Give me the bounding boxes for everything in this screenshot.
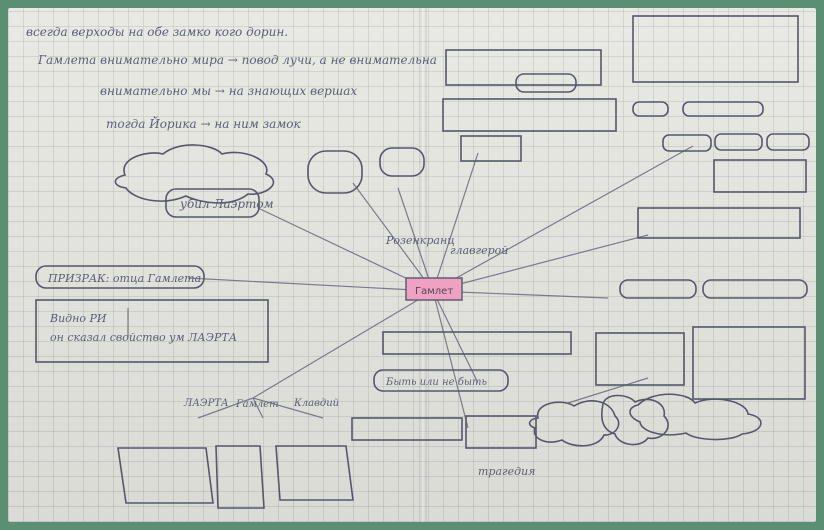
to-be-label: Быть или не быть [385, 377, 487, 388]
mind-map: всегда верходы на обе замко кого дорин. … [26, 15, 810, 509]
lower-center-box-1 [351, 417, 463, 441]
top-right-box [632, 15, 799, 83]
notebook-spine [419, 8, 427, 522]
right-box-under-ovals [713, 159, 807, 193]
label-hamlet-top: Гамлет [235, 399, 279, 410]
tragedy-label: трагедия [478, 465, 535, 478]
top-center-box-2 [442, 98, 617, 132]
note-line-4: тогда Йорика → на ним замок [106, 114, 301, 131]
right-oval-2 [714, 133, 763, 151]
ghost-detail-line-1: Видно РИ [49, 312, 107, 325]
line-2 [352, 182, 434, 292]
lower-left-trapezoid-2 [215, 445, 265, 509]
top-right-small-right [682, 101, 764, 117]
oval-right-small [379, 147, 425, 177]
box-killed-laertes [165, 188, 260, 218]
box-ghost-details [35, 299, 269, 363]
label-laertes-top: ЛАЭРТА [183, 398, 229, 409]
notebook-photo: всегда верходы на обе замко кого дорин. … [8, 8, 816, 522]
right-lower-wide-oval [702, 279, 808, 299]
line-16 [567, 377, 649, 404]
line-1 [257, 207, 434, 292]
cloud-left [114, 144, 275, 204]
lower-center-box-2 [465, 415, 537, 449]
right-lower-box [692, 326, 806, 400]
line-6 [432, 234, 649, 292]
line-15 [252, 397, 324, 419]
ghost-detail-line-2: он сказал свойство ум ЛАЭРТА [50, 331, 237, 344]
cloud-lower-right-2 [600, 394, 669, 446]
top-center-subbox [515, 73, 577, 93]
note-line-1: всегда верходы на обе замко кого дорин. [26, 25, 288, 39]
line-3 [397, 187, 434, 292]
right-oval-1 [662, 134, 712, 152]
right-middle-box [637, 207, 801, 239]
line-13 [197, 397, 254, 419]
lower-left-trapezoid-1 [117, 447, 214, 504]
note-line-2: Гамлета внимательно мира → повод лучи, а… [37, 53, 437, 67]
center-label: Гамлет [415, 286, 453, 297]
box-ghost-label: ПРИЗРАК: отца Гамлета [47, 272, 201, 285]
center-right-box-3 [373, 369, 509, 392]
cloud-lower-right-1 [528, 400, 620, 447]
center-box [405, 277, 463, 301]
box-ghost [35, 265, 205, 289]
line-10 [432, 290, 479, 384]
cloud-lower-right-3 [629, 393, 762, 441]
oval-left-small [307, 150, 363, 194]
right-oval-3 [766, 133, 810, 151]
line-5 [432, 145, 694, 292]
center-right-box-1 [382, 331, 572, 355]
right-lower-oval [619, 279, 697, 299]
line-11 [432, 290, 469, 429]
connector-lines [127, 145, 694, 429]
top-right-small-left [632, 101, 669, 117]
rosen-label: Розенкранц [385, 234, 455, 247]
line-14 [252, 397, 264, 419]
box-killed-laertes-label: убил Лаэртом [179, 197, 274, 211]
lower-left-trapezoid-3 [275, 445, 354, 501]
line-8 [187, 277, 434, 292]
line-4 [432, 152, 479, 292]
top-center-box [445, 49, 602, 86]
center-right-box-2 [595, 332, 685, 386]
label-claudius-top: Клавдий [293, 398, 339, 409]
main-hero-label: главгерой [450, 244, 508, 257]
note-line-3: внимательно мы → на знающих вершах [100, 84, 357, 98]
top-center-box-3 [460, 135, 522, 162]
line-9 [252, 290, 434, 399]
